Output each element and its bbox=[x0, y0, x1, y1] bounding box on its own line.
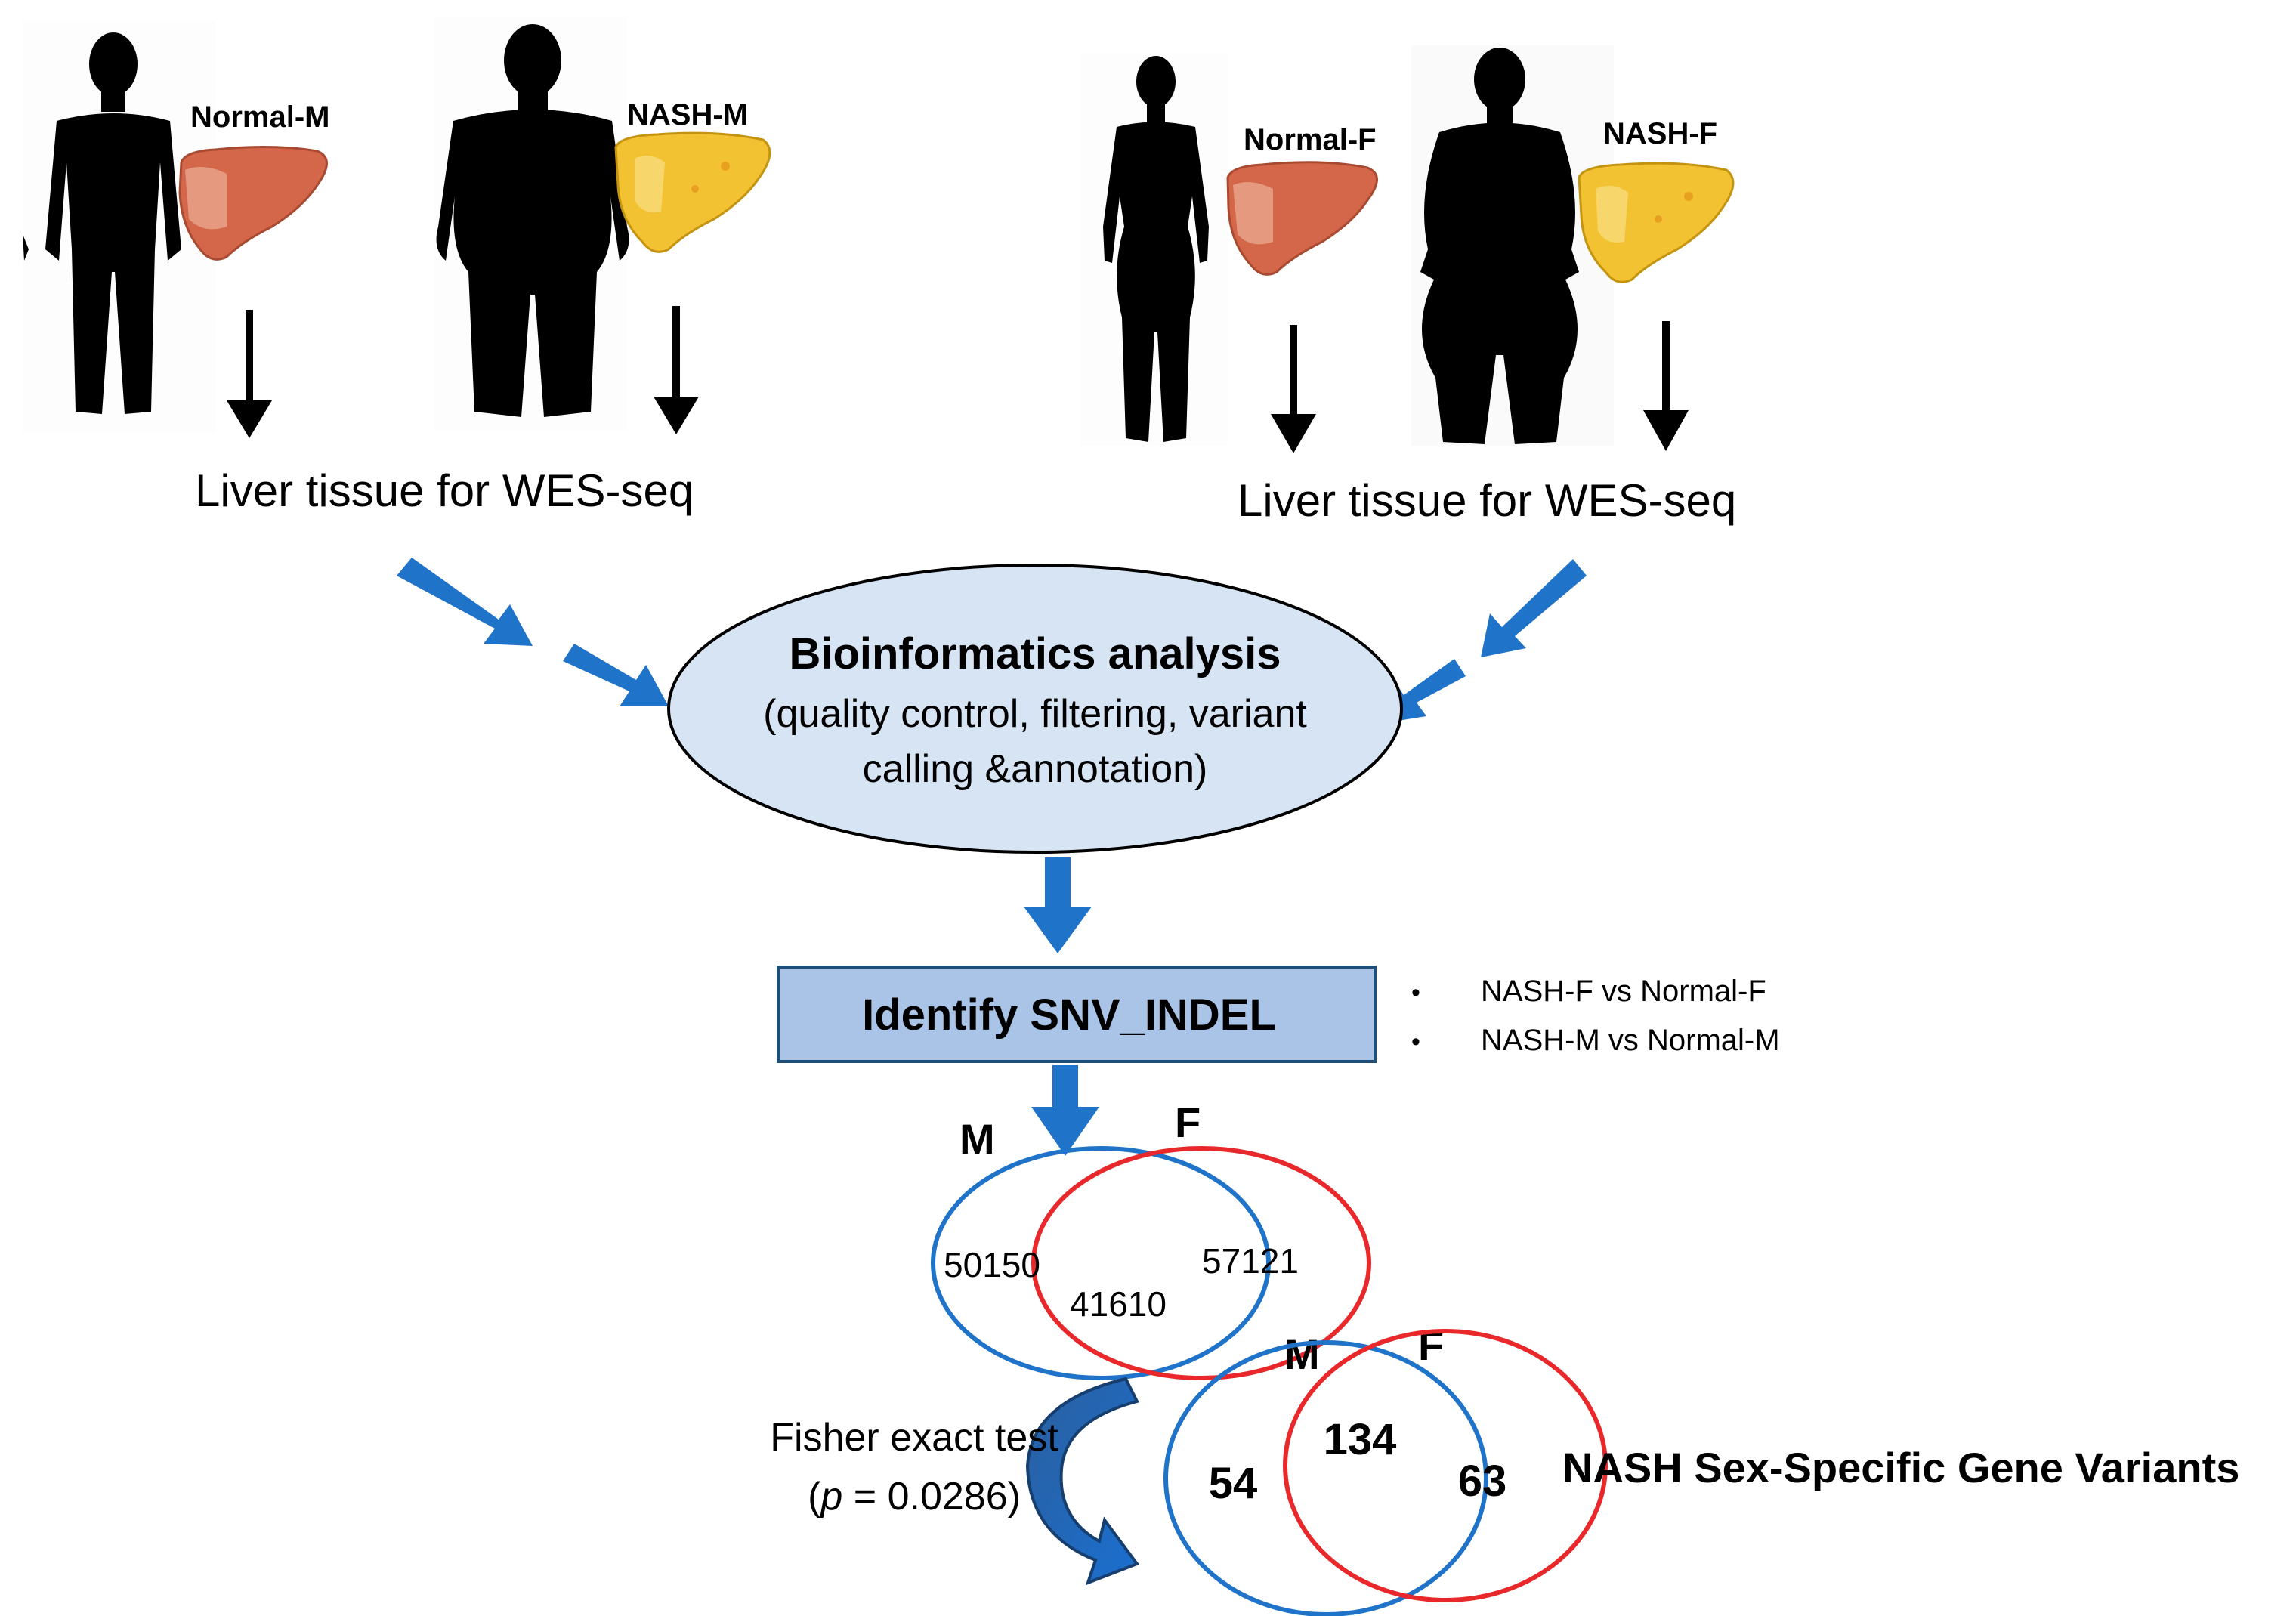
venn2-label-f: F bbox=[1418, 1321, 1444, 1369]
tissue-label-left: Liver tissue for WES-seq bbox=[195, 465, 694, 516]
venn1-label-m: M bbox=[959, 1115, 995, 1163]
blue-arrow-to-venn bbox=[1031, 1065, 1099, 1156]
nash-liver-m-icon bbox=[614, 131, 771, 253]
bullet-1: NASH-F vs Normal-F bbox=[1481, 975, 1766, 1008]
venn1-circle-f bbox=[1031, 1146, 1371, 1380]
label-normal-m: Normal-M bbox=[190, 100, 329, 134]
male-nash-silhouette-icon bbox=[436, 24, 629, 417]
identify-label: Identify SNV_INDEL bbox=[862, 990, 1276, 1040]
label-nash-m: NASH-M bbox=[627, 98, 748, 131]
p-rest: = 0.0286) bbox=[842, 1475, 1021, 1519]
male-normal-silhouette-icon bbox=[23, 32, 181, 414]
analysis-line2: calling &annotation) bbox=[863, 747, 1208, 791]
venn2-only-f: 63 bbox=[1458, 1457, 1507, 1506]
label-normal-f: Normal-F bbox=[1244, 123, 1377, 156]
venn1-only-m: 50150 bbox=[944, 1245, 1040, 1284]
venn2-only-m: 54 bbox=[1209, 1459, 1258, 1508]
venn2-circle-m bbox=[1163, 1340, 1488, 1616]
venn2-label-m: M bbox=[1284, 1330, 1320, 1378]
venn2-circle-f bbox=[1283, 1329, 1608, 1602]
identify-snv-indel-box bbox=[777, 966, 1377, 1063]
bioinformatics-analysis-ellipse bbox=[667, 564, 1403, 854]
fisher-test-label: Fisher exact test bbox=[770, 1416, 1058, 1460]
analysis-line1: (quality control, filtering, variant bbox=[763, 692, 1307, 736]
venn2-both: 134 bbox=[1324, 1415, 1397, 1464]
bullet-2: NASH-M vs Normal-M bbox=[1481, 1024, 1780, 1057]
fisher-p-value: (p = 0.0286) bbox=[808, 1475, 1021, 1519]
female-nash-silhouette-icon bbox=[1420, 48, 1579, 444]
result-title: NASH Sex-Specific Gene Variants bbox=[1562, 1444, 2239, 1491]
p-symbol: p bbox=[819, 1475, 842, 1519]
black-down-arrows bbox=[227, 306, 1689, 453]
label-nash-f: NASH-F bbox=[1603, 117, 1717, 150]
blue-arrows-to-analysis bbox=[397, 558, 1587, 724]
nash-liver-f-icon bbox=[1578, 162, 1735, 283]
normal-liver-f-icon bbox=[1226, 161, 1378, 276]
bullet-1-symbol: • bbox=[1411, 978, 1420, 1007]
female-normal-silhouette-icon bbox=[1103, 56, 1209, 442]
blue-arrow-to-identify bbox=[1024, 857, 1092, 953]
venn1-only-f: 57121 bbox=[1202, 1241, 1299, 1281]
tissue-label-right: Liver tissue for WES-seq bbox=[1238, 475, 1736, 526]
curved-arrow-icon bbox=[1025, 1377, 1140, 1586]
analysis-title: Bioinformatics analysis bbox=[789, 629, 1281, 678]
p-open-paren: ( bbox=[808, 1475, 821, 1519]
venn1-circle-m bbox=[931, 1146, 1271, 1380]
normal-liver-m-icon bbox=[178, 145, 328, 261]
venn1-label-f: F bbox=[1175, 1098, 1201, 1146]
venn1-both: 41610 bbox=[1070, 1284, 1167, 1324]
bullet-2-symbol: • bbox=[1411, 1027, 1420, 1056]
